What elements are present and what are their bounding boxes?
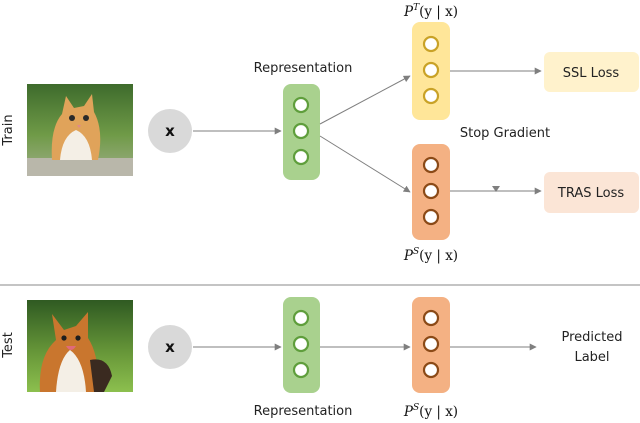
representation-label-test: Representation	[254, 404, 353, 419]
student-neuron-1	[422, 156, 440, 174]
predicted-label-line2: Label	[574, 350, 609, 365]
student-test-neuron-2	[422, 335, 440, 353]
student-distribution-label-train: PS(y | x)	[403, 247, 458, 264]
teacher-neuron-2	[422, 61, 440, 79]
input-node-test	[148, 325, 192, 369]
train-row-label: Train	[1, 114, 16, 146]
arrow-rep-to-teacher	[319, 75, 411, 125]
corgi-image	[27, 300, 133, 392]
kitten-image	[27, 84, 133, 176]
predicted-label-line1: Predicted	[561, 330, 622, 345]
student-distribution-label-test: PS(y | x)	[403, 403, 458, 420]
teacher-neuron-1	[422, 35, 440, 53]
input-symbol-train: x	[165, 122, 175, 140]
representation-label-train: Representation	[254, 61, 353, 76]
input-node-train	[148, 109, 192, 153]
student-neuron-3	[422, 208, 440, 226]
test-row-label: Test	[1, 332, 16, 359]
rep-neuron-1	[292, 96, 310, 114]
rep-test-neuron-1	[292, 309, 310, 327]
student-test-neuron-3	[422, 361, 440, 379]
stop-gradient-marker	[492, 186, 500, 192]
rep-neuron-2	[292, 122, 310, 140]
ssl-loss-label: SSL Loss	[563, 66, 620, 81]
teacher-neuron-3	[422, 87, 440, 105]
teacher-distribution-label: PT(y | x)	[403, 3, 458, 20]
student-test-neuron-1	[422, 309, 440, 327]
input-symbol-test: x	[165, 338, 175, 356]
rep-test-neuron-2	[292, 335, 310, 353]
stop-gradient-label: Stop Gradient	[460, 126, 550, 141]
tras-loss-box	[544, 172, 639, 213]
ssl-loss-box	[544, 52, 639, 92]
rep-test-neuron-3	[292, 361, 310, 379]
rep-neuron-3	[292, 148, 310, 166]
student-neuron-2	[422, 182, 440, 200]
arrow-rep-to-student	[319, 135, 411, 193]
tras-loss-label: TRAS Loss	[557, 186, 624, 201]
